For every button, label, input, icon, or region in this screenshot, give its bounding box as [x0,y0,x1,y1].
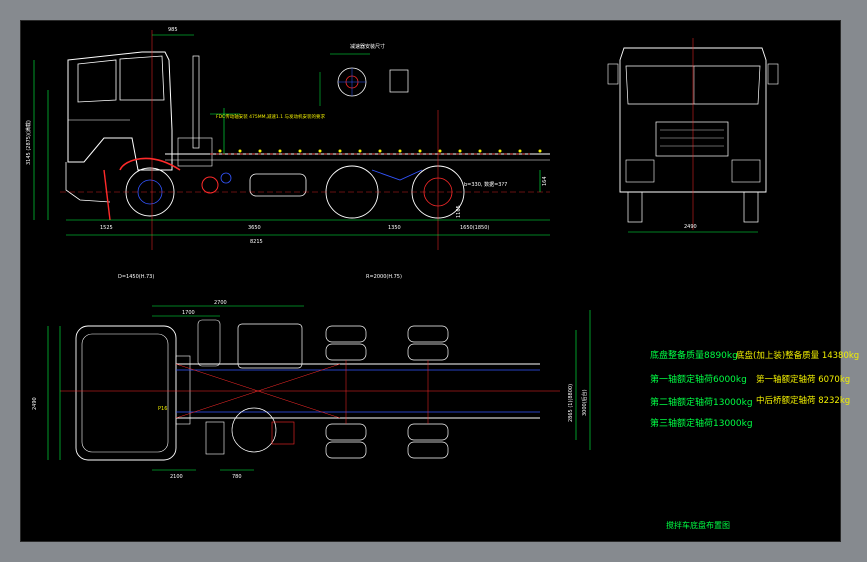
front-view [607,38,779,233]
plan-dim-top-1: 2700 [214,300,227,306]
plan-rear-note: 2865 (1)(8800) [568,384,574,422]
wheelbase-note-1: D=1450(H.73) [118,274,154,280]
spec-left-1: 底盘整备质量8890kg [650,349,738,361]
dim-total-height: 3145 (2875)(满载) [25,120,32,165]
dim-rear-height: 164 [542,176,548,186]
plan-dim-bottom-1: 2100 [170,474,183,480]
plan-callout: P16 [158,406,167,412]
dim-length-3: 1350 [388,225,401,231]
plan-dim-width: 2490 [32,397,38,410]
detail-title: 减速器安装尺寸 [350,43,385,50]
plan-dim-top-2: 1700 [182,310,195,316]
dim-cab-top: 985 [168,27,178,33]
spec-right-1: 第一轴额定轴荷 6070kg [756,374,850,385]
spec-left-2: 第一轴额定轴荷6000kg [650,373,747,385]
side-view [33,30,550,250]
cad-drawing: 985 3145 (2875)(满载) 1525 3650 1350 1650(… [25,27,859,530]
spec-right-2: 中后桥额定轴荷 8232kg [756,395,850,406]
dim-rear-overhang: 1165 [456,205,462,218]
plan-rear-note-2: 3000(后台) [581,389,588,416]
dim-length-4: 1650(1850) [460,225,489,231]
wheelbase-note-2: R=2000(H.75) [366,274,402,280]
axle-note: b=330, 数据=3?7 [464,181,507,188]
dim-length-1: 1525 [100,225,113,231]
plan-dim-bottom-2: 780 [232,474,242,480]
cad-viewport[interactable]: 985 3145 (2875)(满载) 1525 3650 1350 1650(… [20,20,859,542]
spec-left-4: 第三轴额定轴荷13000kg [650,417,753,429]
detail-view [319,53,409,106]
spec-right-title: 底盘(加上装)整备质量 14380kg [736,350,859,361]
spec-left-3: 第二轴额定轴荷13000kg [650,396,753,408]
dim-length-2: 3650 [248,225,261,231]
dim-overall-length: 8215 [250,239,263,245]
dim-front-width: 2490 [684,224,697,230]
engine-note: FDC传动轴安装 475MM,减速1.1 与发动机安装的要求 [216,113,325,120]
plan-view [47,305,591,471]
drawing-title: 搅拌车底盘布置图 [666,520,730,530]
